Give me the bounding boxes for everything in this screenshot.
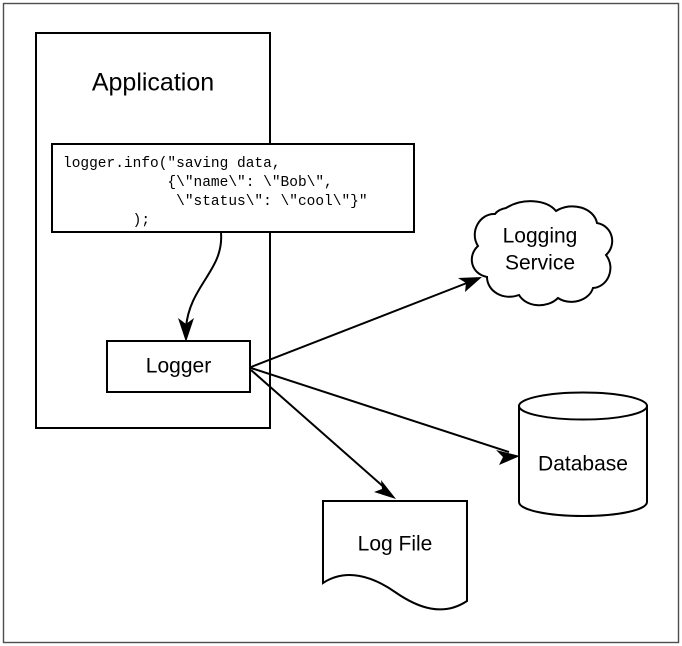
database-node-top <box>518 391 648 421</box>
code-block-box <box>51 143 415 233</box>
edge-logger-to-logging-service <box>250 280 473 368</box>
edge-logger-to-database-arrowhead <box>496 450 520 465</box>
logging-service-node <box>470 200 614 307</box>
log-file-node <box>322 500 468 611</box>
database-node-label: Database <box>538 453 628 476</box>
application-title: Application <box>92 69 214 97</box>
code-line-1: logger.info("saving data, <box>63 156 281 172</box>
code-line-2: {\"name\": \"Bob\", <box>63 175 333 191</box>
database-node-body <box>518 405 648 518</box>
edge-logger-to-log-file <box>250 369 387 490</box>
logger-node-label: Logger <box>146 355 211 378</box>
code-line-4: ); <box>63 213 150 229</box>
edge-logger-to-log-file-arrowhead <box>374 480 396 499</box>
edge-code-to-logger <box>185 232 223 328</box>
logging-service-label-line-2: Service <box>505 252 575 275</box>
logging-service-label-line-1: Logging <box>503 225 578 248</box>
log-file-node-label: Log File <box>358 533 433 556</box>
logger-node <box>106 340 251 393</box>
edge-logger-to-database <box>250 367 510 453</box>
edge-logger-to-logging-service-arrowhead <box>458 277 482 292</box>
code-line-3: \"status\": \"cool\"}" <box>63 194 368 210</box>
edge-code-to-logger-arrowhead <box>178 318 194 342</box>
